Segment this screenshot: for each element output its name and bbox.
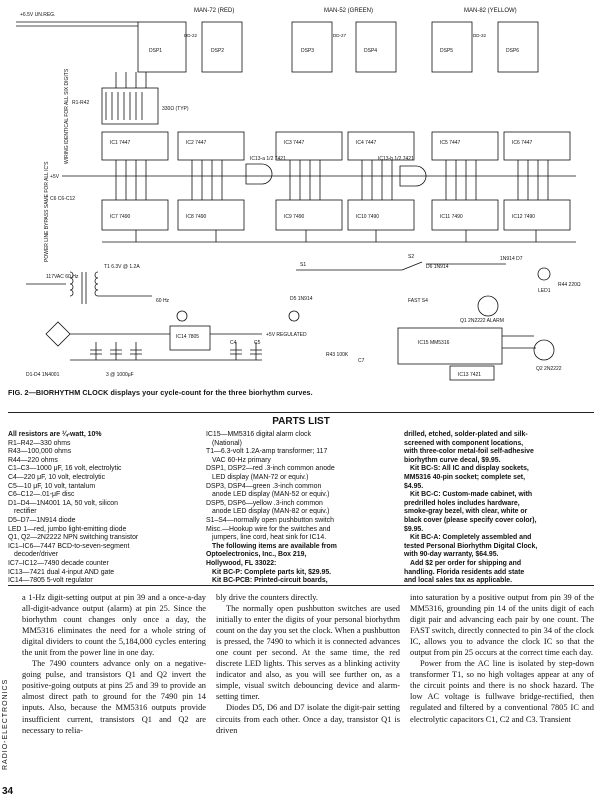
- decoder-row: IC1 7447 IC2 7447 IC3 7447 IC4 7447 IC5 …: [101, 131, 571, 161]
- svg-text:S1: S1: [300, 262, 306, 268]
- parts-column-2: IC15—MM5316 digital alarm clock (Nationa…: [206, 431, 337, 585]
- transistor-q1: Q1 2N2222 ALARM: [460, 295, 504, 324]
- svg-text:WIRING IDENTICAL FOR ALL SIX D: WIRING IDENTICAL FOR ALL SIX DIGITS: [64, 68, 70, 164]
- led1: LED1: [537, 267, 551, 294]
- svg-text:POWER LINE BYPASS SAME FOR ALL: POWER LINE BYPASS SAME FOR ALL IC'S: [44, 161, 50, 262]
- man52-label: MAN-52 (GREEN): [324, 8, 373, 14]
- dsp3-label: DSP3: [301, 48, 314, 54]
- and-gate-b: [399, 165, 427, 187]
- gate-ic13: IC13 7421: [449, 365, 495, 381]
- svg-text:DD-22: DD-22: [184, 33, 198, 38]
- svg-text:330Ω (TYP): 330Ω (TYP): [162, 106, 189, 112]
- figure-caption: FIG. 2—BIORHYTHM CLOCK displays your cyc…: [8, 388, 313, 397]
- svg-text:IC2 7447: IC2 7447: [186, 140, 207, 146]
- paragraph: Power from the AC line is isolated by st…: [410, 659, 594, 724]
- svg-text:R1-R42: R1-R42: [72, 100, 89, 106]
- body-column-3: into saturation by a positive output fro…: [410, 592, 594, 788]
- man72-label: MAN-72 (RED): [194, 8, 234, 14]
- svg-text:IC4 7447: IC4 7447: [356, 140, 377, 146]
- parts-column-3: drilled, etched, solder-plated and silk-…: [404, 431, 538, 585]
- dsp1-label: DSP1: [149, 48, 162, 54]
- dsp5-label: DSP5: [440, 48, 453, 54]
- schematic-figure: MAN-72 (RED) MAN-52 (GREEN) MAN-82 (YELL…: [6, 4, 594, 388]
- svg-text:IC6 7447: IC6 7447: [512, 140, 533, 146]
- svg-text:R44 220Ω: R44 220Ω: [558, 282, 581, 288]
- magazine-name: RADIO-ELECTRONICS: [2, 678, 9, 770]
- svg-text:3 @ 1000μF: 3 @ 1000μF: [106, 372, 134, 378]
- svg-text:IC9 7490: IC9 7490: [284, 214, 305, 220]
- svg-text:Q1 2N2222 ALARM: Q1 2N2222 ALARM: [460, 318, 504, 324]
- svg-text:60 Hz: 60 Hz: [156, 298, 170, 304]
- svg-text:IC10 7490: IC10 7490: [356, 214, 379, 220]
- svg-text:C4: C4: [230, 340, 237, 346]
- svg-text:D5 1N914: D5 1N914: [290, 296, 313, 302]
- transformer-t1: [69, 271, 99, 304]
- clock-ic15: IC15 MM5316: [397, 327, 503, 365]
- svg-text:C6 C6-C12: C6 C6-C12: [50, 196, 75, 202]
- paragraph: The 7490 counters advance only on a nega…: [22, 659, 206, 735]
- svg-text:+5V REGULATED: +5V REGULATED: [266, 332, 307, 338]
- article-body: a 1-Hz digit-setting output at pin 39 an…: [22, 592, 594, 788]
- parts-list-title: PARTS LIST: [272, 416, 330, 427]
- svg-text:DD-27: DD-27: [333, 33, 347, 38]
- display-pair-2: DSP3 DSP4 DD-27: [291, 21, 397, 73]
- svg-text:117VAC 60 Hz: 117VAC 60 Hz: [46, 274, 79, 280]
- paragraph: into saturation by a positive output fro…: [410, 593, 594, 658]
- display-pair-3: DSP5 DSP6 DD-32: [431, 21, 539, 73]
- svg-text:IC8 7490: IC8 7490: [186, 214, 207, 220]
- man82-label: MAN-82 (YELLOW): [464, 8, 517, 14]
- display-pair-1: DSP1 DSP2 DD-22: [137, 21, 243, 73]
- svg-text:IC12 7490: IC12 7490: [512, 214, 535, 220]
- svg-text:IC1 7447: IC1 7447: [110, 140, 131, 146]
- svg-text:C7: C7: [358, 358, 365, 364]
- svg-text:IC15 MM5316: IC15 MM5316: [418, 340, 450, 346]
- parts-column-1: All resistors are ¼-watt, 10% R1–R42—330…: [8, 431, 139, 585]
- svg-text:IC13-a 1/2 7421: IC13-a 1/2 7421: [250, 156, 286, 162]
- svg-text:IC5 7447: IC5 7447: [440, 140, 461, 146]
- svg-text:LED1: LED1: [538, 288, 551, 294]
- svg-text:D1-D4 1N4001: D1-D4 1N4001: [26, 372, 60, 378]
- svg-text:D6 1N914: D6 1N914: [426, 264, 449, 270]
- paragraph: The normally open pushbutton switches ar…: [216, 604, 400, 702]
- svg-text:Q2 2N2222: Q2 2N2222: [536, 366, 562, 372]
- regulator-ic14: IC14 7805: [169, 325, 211, 351]
- paragraph: a 1-Hz digit-setting output at pin 39 an…: [22, 593, 206, 658]
- paragraph: Diodes D5, D6 and D7 isolate the digit-p…: [216, 703, 400, 735]
- svg-text:IC7 7490: IC7 7490: [110, 214, 131, 220]
- svg-text:IC3 7447: IC3 7447: [284, 140, 305, 146]
- body-column-1: a 1-Hz digit-setting output at pin 39 an…: [22, 592, 206, 788]
- svg-text:IC11 7490: IC11 7490: [440, 214, 463, 220]
- page-number: 34: [2, 786, 14, 797]
- counter-row: IC7 7490 IC8 7490 IC9 7490 IC10 7490 IC1…: [101, 199, 571, 231]
- svg-text:DD-32: DD-32: [473, 33, 487, 38]
- svg-text:IC14 7805: IC14 7805: [176, 334, 199, 340]
- svg-text:+5V: +5V: [50, 174, 60, 180]
- svg-text:T1 6.3V @ 1.2A: T1 6.3V @ 1.2A: [104, 264, 140, 270]
- and-gate-a: [245, 163, 273, 185]
- resistor-bank: R1-R42 330Ω (TYP): [72, 72, 189, 125]
- svg-text:IC13 7421: IC13 7421: [458, 372, 481, 378]
- paragraph: bly drive the counters directly.: [216, 593, 319, 602]
- dsp4-label: DSP4: [364, 48, 377, 54]
- svg-text:+6.5V UN.REG.: +6.5V UN.REG.: [20, 12, 55, 18]
- dsp6-label: DSP6: [506, 48, 519, 54]
- dsp2-label: DSP2: [211, 48, 224, 54]
- svg-text:S2: S2: [408, 254, 414, 260]
- svg-text:IC13-b 1/2 7421: IC13-b 1/2 7421: [378, 156, 414, 162]
- body-column-2: bly drive the counters directly. The nor…: [216, 592, 400, 788]
- parts-list-box: PARTS LIST All resistors are ¼-watt, 10%…: [8, 412, 594, 586]
- svg-text:C5: C5: [254, 340, 261, 346]
- svg-text:R43 100K: R43 100K: [326, 352, 349, 358]
- svg-text:1N914 D7: 1N914 D7: [500, 256, 523, 262]
- transistor-q2: Q2 2N2222: [533, 339, 562, 372]
- bridge-rectifier: D1-D4 1N4001: [26, 321, 71, 378]
- svg-text:FAST S4: FAST S4: [408, 298, 428, 304]
